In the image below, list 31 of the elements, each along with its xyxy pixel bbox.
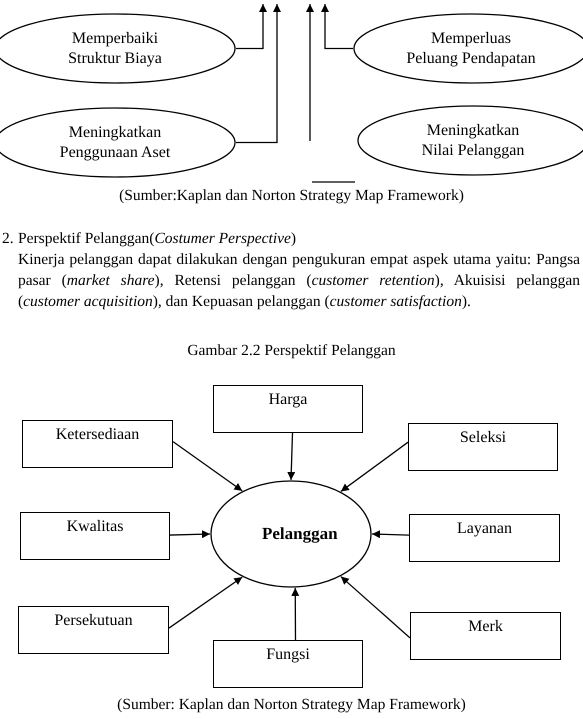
arrow [340, 442, 408, 492]
factor-box: Seleksi [408, 423, 558, 471]
node-text: Meningkatkan Penggunaan Aset [58, 122, 172, 162]
arrow [170, 530, 210, 538]
arrow [340, 576, 410, 638]
node-text: Memperluas Peluang Pendapatan [405, 28, 537, 68]
arrow [291, 588, 300, 640]
node-text: Memperbaiki Struktur Biaya [67, 28, 163, 68]
paragraph: Kinerja pelanggan dapat dilakukan dengan pengukuran empat aspek utama yaitu: Pangsa pasar (market share), Retensi pelanggan (customer retention), Akuisisi pelanggan (customer acquisition), dan Kepuasan pelanggan (customer satisfaction). [18, 250, 580, 312]
arrow [172, 441, 243, 492]
arrow [236, 4, 281, 144]
source-caption: (Sumber: Kaplan dan Norton Strategy Map Framework) [116, 695, 467, 715]
factor-box: Layanan [409, 514, 560, 562]
factor-box: Persekutuan [18, 606, 169, 654]
list-number: 2. [2, 229, 14, 249]
arrow [168, 576, 243, 629]
factor-box: Fungsi [213, 640, 363, 688]
factor-box: Ketersediaan [22, 420, 173, 468]
factor-box: Harga [213, 385, 363, 433]
factor-box: Kwalitas [20, 512, 170, 560]
source-caption: (Sumber:Kaplan dan Norton Strategy Map Framework) [118, 186, 465, 206]
arrow [372, 530, 410, 538]
arrow [236, 4, 267, 50]
arrow [287, 432, 296, 480]
factor-box: Merk [410, 612, 561, 660]
section-heading: Perspektif Pelanggan(Costumer Perspective) [18, 229, 296, 249]
figure-caption: Gambar 2.2 Perspektif Pelanggan [186, 341, 397, 361]
arrow [321, 4, 353, 50]
oval-node [210, 480, 372, 588]
node-text: Pelanggan [261, 524, 339, 544]
node-text: Meningkatkan Nilai Pelanggan [420, 120, 526, 160]
